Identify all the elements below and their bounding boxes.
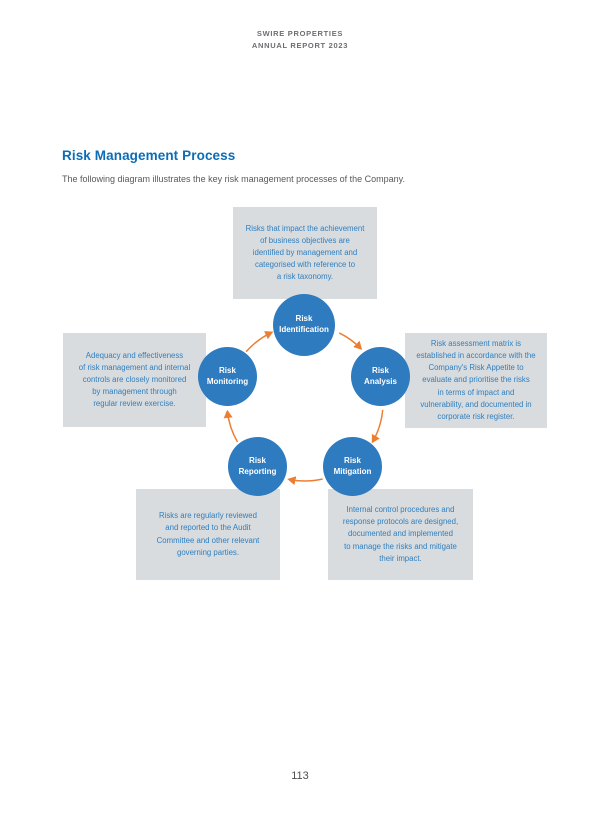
step-circle-risk-monitoring: Risk Monitoring bbox=[198, 347, 257, 406]
arrow-reporting-to-monitoring bbox=[223, 409, 239, 443]
description-box-identification: Risks that impact the achievement of bus… bbox=[233, 207, 377, 299]
header-report-name: ANNUAL REPORT 2023 bbox=[251, 41, 349, 50]
arrow-monitoring-to-identification bbox=[245, 331, 274, 353]
description-text-analysis: Risk assessment matrix is established in… bbox=[416, 339, 536, 421]
step-label-risk-monitoring: Risk Monitoring bbox=[206, 365, 249, 386]
description-box-monitoring: Adequacy and effectiveness of risk manag… bbox=[63, 333, 206, 427]
step-circle-risk-mitigation: Risk Mitigation bbox=[323, 437, 382, 496]
page-title: Risk Management Process bbox=[62, 148, 236, 163]
intro-text: The following diagram illustrates the ke… bbox=[62, 174, 405, 184]
header-company-name: SWIRE PROPERTIES bbox=[256, 29, 344, 38]
step-label-risk-identification: Risk Identification bbox=[279, 314, 329, 334]
step-label-risk-analysis: Risk Analysis bbox=[364, 365, 397, 386]
arrow-analysis-to-mitigation bbox=[371, 409, 384, 444]
step-circle-risk-identification: Risk Identification bbox=[273, 294, 335, 356]
description-text-mitigation: Internal control procedures and response… bbox=[342, 505, 459, 563]
page-number: 113 bbox=[291, 770, 309, 782]
arrow-mitigation-to-reporting bbox=[287, 476, 323, 486]
description-box-mitigation: Internal control procedures and response… bbox=[328, 489, 473, 580]
description-text-monitoring: Adequacy and effectiveness of risk manag… bbox=[78, 350, 191, 409]
step-label-risk-mitigation: Risk Mitigation bbox=[333, 455, 372, 476]
description-box-analysis: Risk assessment matrix is established in… bbox=[405, 333, 547, 428]
step-label-risk-reporting: Risk Reporting bbox=[238, 455, 277, 476]
step-circle-risk-reporting: Risk Reporting bbox=[228, 437, 287, 496]
running-header: SWIRE PROPERTIES ANNUAL REPORT 2023 bbox=[0, 28, 600, 52]
step-circle-risk-analysis: Risk Analysis bbox=[351, 347, 410, 406]
description-text-reporting: Risks are regularly reviewed and reporte… bbox=[156, 511, 260, 557]
description-text-identification: Risks that impact the achievement of bus… bbox=[245, 223, 365, 282]
description-box-reporting: Risks are regularly reviewed and reporte… bbox=[136, 489, 280, 580]
arrow-identification-to-analysis bbox=[338, 332, 363, 350]
